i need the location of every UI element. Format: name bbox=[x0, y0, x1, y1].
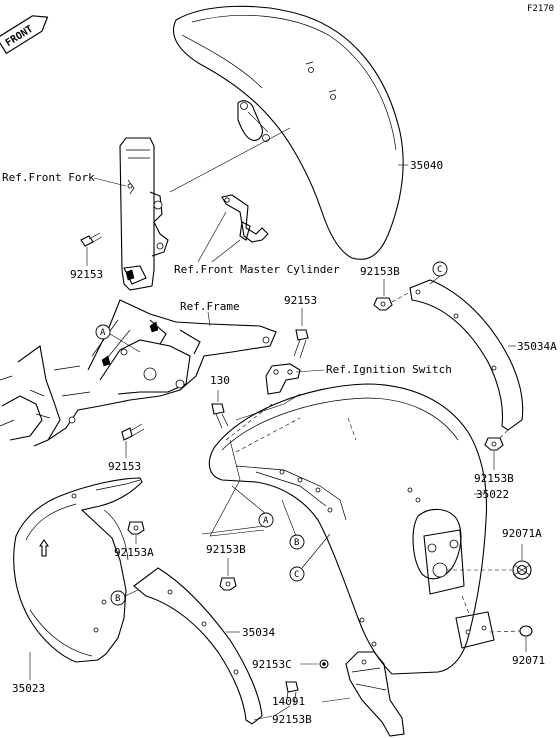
label-ref-frame: Ref.Frame bbox=[180, 300, 240, 313]
bolt-92153B-lower bbox=[219, 577, 237, 591]
svg-text:C: C bbox=[294, 570, 299, 580]
ignition-switch-bracket bbox=[265, 363, 301, 395]
front-fork-reference bbox=[119, 137, 169, 291]
bolt-92153B-top bbox=[373, 297, 393, 311]
svg-text:C: C bbox=[437, 265, 442, 275]
bolt-92153A bbox=[127, 521, 145, 535]
inner-fender-35023 bbox=[13, 477, 143, 663]
label-ref-front-master-cylinder: Ref.Front Master Cylinder bbox=[174, 263, 340, 276]
bolt-92153-left bbox=[121, 423, 145, 441]
label-92153-left: 92153 bbox=[108, 460, 141, 473]
label-92153-frame: 92153 bbox=[284, 294, 317, 307]
label-35022: 35022 bbox=[476, 488, 509, 501]
front-fender-35040 bbox=[173, 5, 404, 260]
fender-stay-35034 bbox=[133, 567, 263, 725]
label-ref-ignition-switch: Ref.Ignition Switch bbox=[326, 363, 452, 376]
figure-code: F2170 bbox=[527, 4, 554, 14]
label-92071: 92071 bbox=[512, 654, 545, 667]
front-direction-badge: FRONT bbox=[0, 15, 49, 55]
label-92153C: 92153C bbox=[252, 658, 292, 671]
label-92153B-lower: 92153B bbox=[206, 543, 246, 556]
label-14091: 14091 bbox=[272, 695, 305, 708]
bolt-92153-fork bbox=[80, 232, 103, 247]
bolt-130 bbox=[211, 403, 229, 429]
label-92153A: 92153A bbox=[114, 546, 154, 559]
label-ref-front-fork: Ref.Front Fork bbox=[2, 171, 95, 184]
label-92153B-bottom: 92153B bbox=[272, 713, 312, 726]
grommet-92071A bbox=[512, 560, 532, 580]
frame-reference bbox=[0, 299, 277, 447]
svg-text:A: A bbox=[263, 516, 269, 526]
label-130: 130 bbox=[210, 374, 230, 387]
callout-b-fender: B bbox=[289, 534, 305, 550]
brake-hose-clamp bbox=[221, 194, 269, 243]
cover-14091 bbox=[345, 651, 405, 737]
nut-92153C bbox=[319, 659, 329, 669]
grommet-92071 bbox=[519, 625, 533, 637]
svg-text:B: B bbox=[294, 538, 299, 548]
bolt-92153B-bottom bbox=[285, 681, 299, 705]
callout-c-top: C bbox=[432, 261, 448, 277]
label-92071A: 92071A bbox=[502, 527, 542, 540]
callout-a-fender: A bbox=[258, 512, 274, 528]
svg-text:B: B bbox=[115, 594, 120, 604]
label-35023: 35023 bbox=[12, 682, 45, 695]
label-35034: 35034 bbox=[242, 626, 275, 639]
bolt-92153B-mid bbox=[484, 437, 504, 451]
label-35034A: 35034A bbox=[517, 340, 557, 353]
fender-stay-35034A bbox=[409, 279, 524, 431]
label-92153-fork: 92153 bbox=[70, 268, 103, 281]
bolt-92153-frame bbox=[293, 329, 309, 359]
label-35040: 35040 bbox=[410, 159, 443, 172]
rear-fender-35022 bbox=[208, 383, 495, 675]
label-92153B-top: 92153B bbox=[360, 265, 400, 278]
callout-c-fender: C bbox=[289, 566, 305, 582]
callout-a-frame: A bbox=[95, 324, 111, 340]
callout-b-stay: B bbox=[110, 590, 126, 606]
label-92153B-mid: 92153B bbox=[474, 472, 514, 485]
svg-text:A: A bbox=[100, 328, 106, 338]
